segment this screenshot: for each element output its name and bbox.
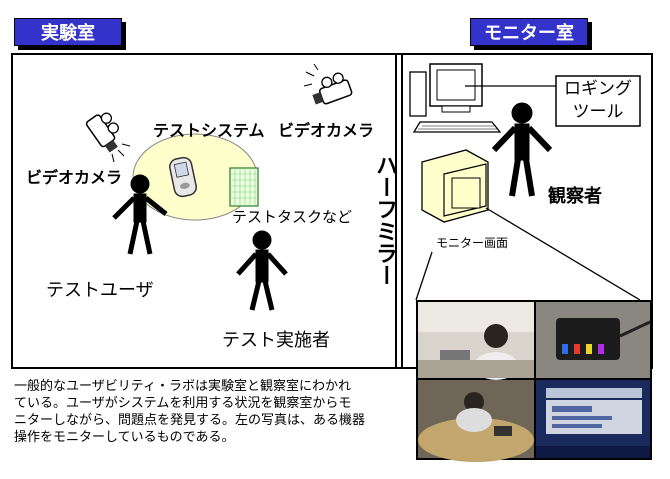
test-operator-figure [236,230,288,311]
lab-outer-frame [11,53,653,369]
description-text: 一般的なユーザビリティ・ラボは実験室と観察室にわかれ ている。ユーザがシステムを… [14,379,366,445]
logging-tool-label: ロギング ツール [564,79,632,122]
observer-label: 観察者 [548,186,602,207]
test-task-label: テストタスクなど [232,208,353,226]
half-mirror-label: ハーフミラー [372,154,397,286]
monitor-room-title-label: モニター室 [470,18,588,46]
lab-title-label: 実験室 [14,18,122,46]
test-operator-label: テスト実施者 [222,330,330,351]
monitor-pointer-right [485,207,641,301]
observer-figure [491,102,553,197]
video-camera-right-icon [312,72,353,105]
logging-tool-box [555,75,641,127]
monitor-pointer-left [415,251,433,301]
test-user-figure [112,174,168,255]
monitor-photo-panel [416,300,652,462]
video-camera-left-label: ビデオカメラ [26,168,123,187]
monitor-screen-label: モニター画面 [436,236,509,250]
lab-title-text: 実験室 [41,23,95,44]
logging-computer-icon [409,63,502,133]
camera-left-rays [111,143,131,163]
test-user-label: テストユーザ [46,280,154,301]
monitor-crt-icon [421,149,489,223]
video-camera-left-icon [85,112,119,153]
camera-right-rays [303,63,319,87]
task-sheet-icon [229,167,259,207]
phone-icon [169,156,197,198]
monitor-room-title-text: モニター室 [484,23,574,44]
test-system-label: テストシステム [153,121,265,140]
video-camera-right-label: ビデオカメラ [278,121,375,140]
